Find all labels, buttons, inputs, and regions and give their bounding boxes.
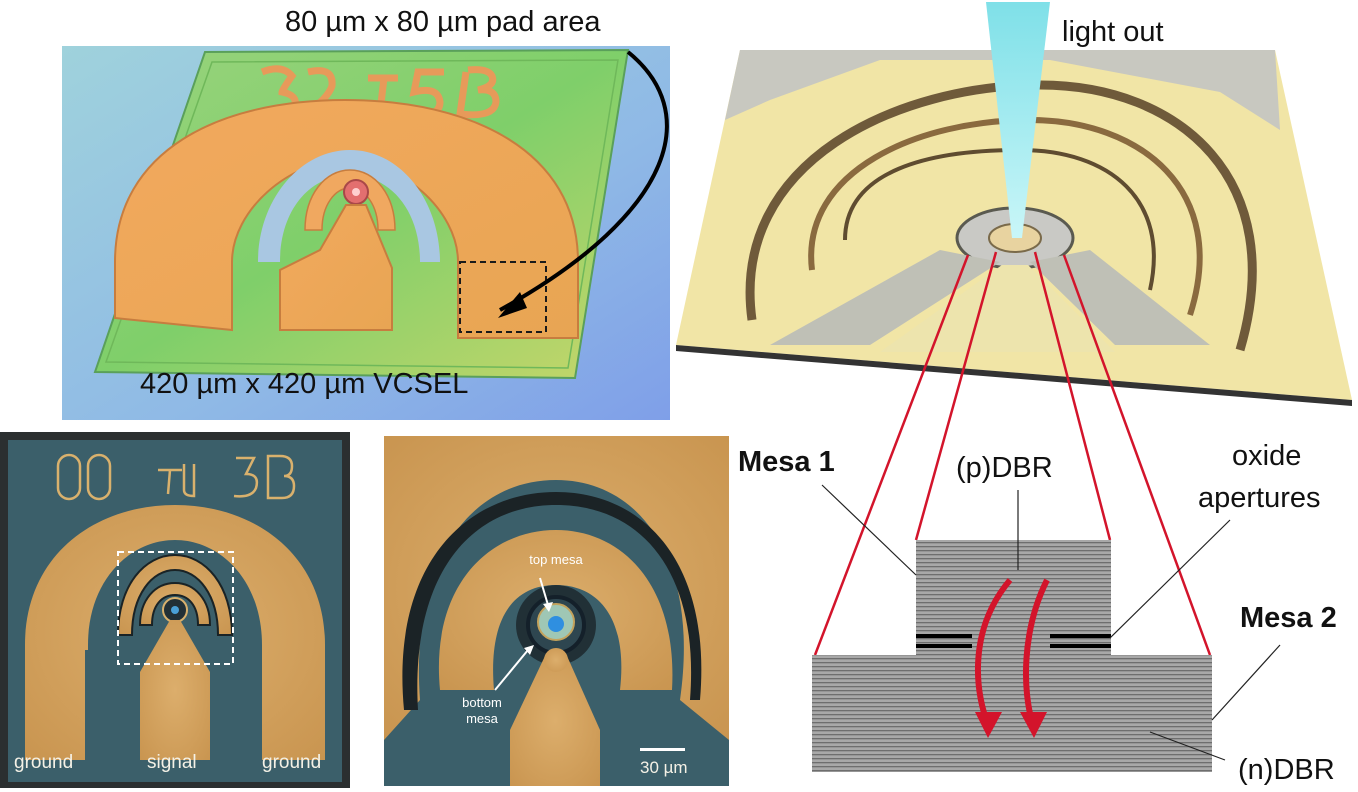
vcsel-size-label: 420 µm x 420 µm VCSEL xyxy=(140,368,469,400)
dbr-cross-section xyxy=(812,484,1281,772)
oxide-aperture-bars xyxy=(916,634,1111,648)
mesa-1-label: Mesa 1 xyxy=(738,446,835,478)
bottom-mesa-label-line1: bottom xyxy=(462,695,502,710)
light-out-label: light out xyxy=(1062,16,1164,48)
scale-bar-label: 30 µm xyxy=(640,758,688,777)
mesa-1-block xyxy=(916,540,1111,657)
pad-area-label: 80 µm x 80 µm pad area xyxy=(285,6,601,38)
n-dbr-label: (n)DBR xyxy=(1238,754,1335,786)
signal-label: signal xyxy=(147,752,197,773)
zoom-box xyxy=(117,551,234,665)
light-beam xyxy=(986,2,1050,238)
leader-lines xyxy=(821,484,1281,761)
pad-area-box xyxy=(459,261,547,333)
oxide-label-line1: oxide xyxy=(1232,440,1302,472)
panel-b-photo xyxy=(676,2,1352,406)
current-arrow-left xyxy=(975,578,1013,727)
ground-right-label: ground xyxy=(262,752,322,773)
pad-area-arrow xyxy=(499,50,669,312)
oxide-label-line2: apertures xyxy=(1198,482,1321,514)
ground-left-label: ground xyxy=(14,752,74,773)
panel-a-photo xyxy=(62,46,670,420)
mesa-2-block xyxy=(812,655,1212,772)
bottom-mesa-label-line2: mesa xyxy=(466,711,498,726)
mesa-2-label: Mesa 2 xyxy=(1240,602,1337,634)
p-dbr-label: (p)DBR xyxy=(956,452,1053,484)
top-mesa-label: top mesa xyxy=(529,552,583,567)
panel-d-photo xyxy=(384,436,729,786)
chip-label-outline-c xyxy=(56,453,296,501)
zoom-fan-lines xyxy=(813,251,1212,656)
scale-bar-line xyxy=(640,748,685,751)
panel-c-photo xyxy=(0,432,350,788)
current-arrow-right xyxy=(1022,578,1050,726)
